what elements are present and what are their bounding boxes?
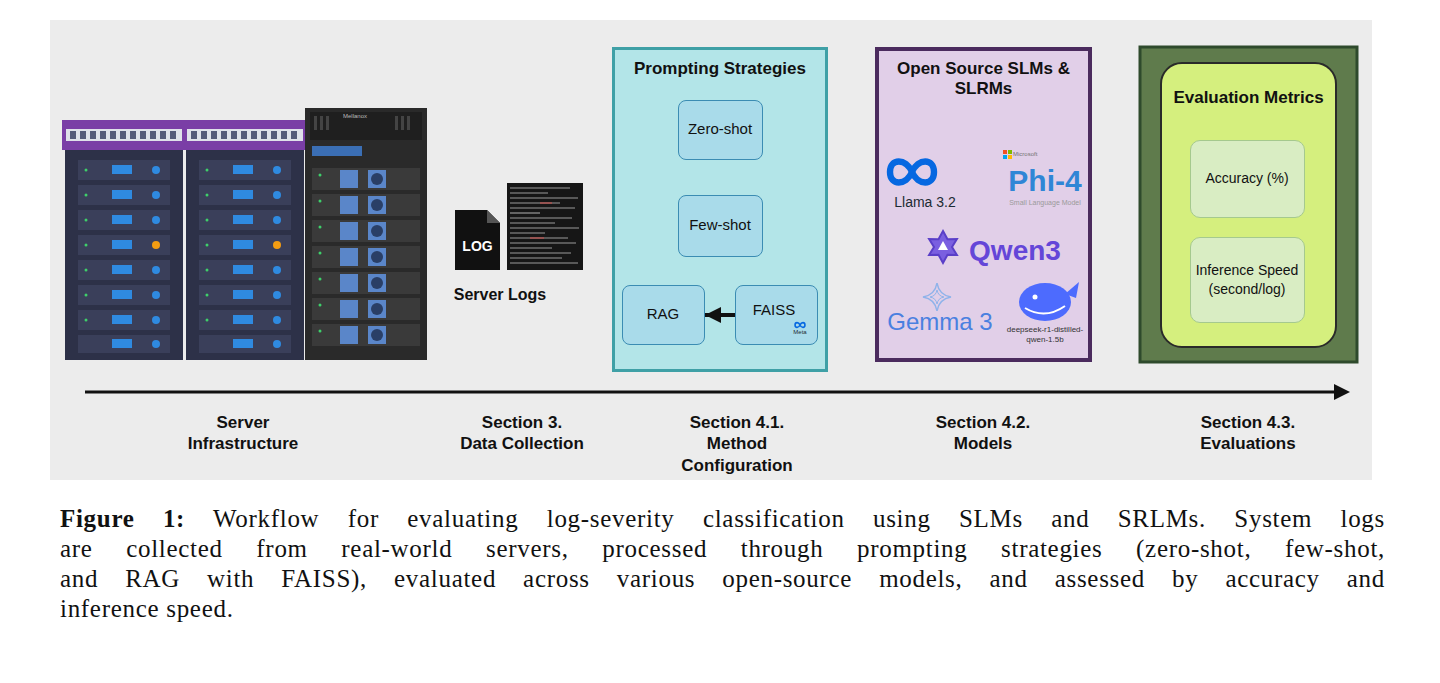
stage-label: Section 4.1. Method Configuration [647,412,827,476]
text-line: Mellanox [343,113,367,119]
text-line: Configuration [681,456,792,475]
stage-label: Section 4.3. Evaluations [1158,412,1338,455]
text-line: are collected from real-world servers, p… [60,534,1385,564]
file-corner [487,210,500,223]
box-heading: FAISS [736,301,812,319]
timeline-axis [85,391,1336,394]
text-line: Microsoft [1013,151,1037,157]
metric-box: Accuracy (%) [1190,140,1305,218]
text-line: LOG [462,238,492,254]
meta-logo [890,162,934,183]
text-line: Qwen3 [969,235,1061,266]
timeline-arrowhead [1334,384,1350,400]
text-line: Models [954,434,1013,453]
log-file-icon [455,210,500,270]
method-box: Few-shot [678,195,763,257]
text-run: Figure 1: [60,505,185,532]
box-heading: Zero-shot [679,120,761,138]
text-line: Method [707,434,767,453]
item-label: Server Logs [440,285,560,305]
switch-ports [70,131,297,139]
metrics-box: Evaluation MetricsAccuracy (%) Inference … [1160,62,1337,348]
text-line: inference speed. [60,594,1385,624]
switch-rack [305,108,427,360]
box-heading: RAG [623,305,703,323]
box-text: Meta [785,329,815,336]
figure-caption: Figure 1: Workflow for evaluating log-se… [60,504,1385,624]
server-rack [62,120,186,360]
text-line: Gemma 3 [887,308,992,335]
box-text: Llama 3.2 [879,194,971,211]
text-line: and RAG with FAISS), evaluated across va… [60,564,1385,594]
box-heading: Open Source SLMs & SLRMs [879,59,1088,100]
metrics-frame [1140,47,1357,362]
text-line: Accuracy (%) [1205,170,1288,186]
box-text: Gemma 3 [885,308,995,337]
text-line: Llama 3.2 [894,194,955,210]
box-text: Microsoft [1013,151,1053,158]
box-heading: Evaluation Metrics [1162,88,1335,108]
text-line: Section 3. [482,413,562,432]
box-text: Small Language Model [995,199,1095,207]
box-heading: Accuracy (%) [1191,170,1303,187]
box-text: Phi-4 [995,163,1095,199]
text-line: Phi-4 [1008,164,1081,197]
text-line: deepseek-r1-distilled- [1007,325,1083,334]
text-line: Few-shot [689,216,751,233]
server-rack [183,120,307,360]
text-line: Infrastructure [188,434,299,453]
method-box: RAG [622,285,705,345]
group-box: Prompting StrategiesZero-shotFew-shotRAG… [612,47,828,372]
box-text: deepseek-r1-distilled-qwen-1.5b [995,325,1095,344]
method-box: Zero-shot [678,100,763,160]
box-text: Qwen3 [965,234,1065,268]
text-line: FAISS [753,301,796,318]
metric-box: Inference Speed (second/log) [1190,237,1305,323]
deepseek-logo [1019,282,1079,321]
text-line: SLRMs [955,79,1013,98]
text-line: Data Collection [460,434,584,453]
method-box: FAISS Meta [735,285,818,345]
text-line: Open Source SLMs & [897,59,1070,78]
meta-logo [795,323,805,328]
box-heading: Few-shot [679,216,761,234]
text-line: Inference Speed [1196,262,1299,278]
text-line: Zero-shot [688,120,752,137]
grey-panel [50,20,1372,480]
microsoft-logo [1003,150,1012,159]
text-line: Section 4.1. [690,413,784,432]
text-line: Section 4.3. [1201,413,1295,432]
text-line: Figure 1: Workflow for evaluating log-se… [60,504,1385,534]
log-screenshot [507,183,583,270]
icon-label: LOG [455,238,500,256]
gemma-logo [923,283,951,311]
box-heading: Inference Speed (second/log) [1191,261,1303,299]
text-line: RAG [647,305,680,322]
brand-label: Mellanox [330,113,380,121]
stage-label: Server Infrastructure [153,412,333,455]
text-line: Server Logs [454,286,546,303]
stage-label: Section 4.2. Models [893,412,1073,455]
text-line: Server [217,413,270,432]
text-line: Section 4.2. [936,413,1030,432]
text-line: Small Language Model [1009,199,1081,206]
text-line: Evaluations [1200,434,1295,453]
flow-arrow [705,313,735,317]
text-line: Meta [793,329,806,335]
box-heading: Prompting Strategies [615,59,825,79]
text-line: Evaluation Metrics [1173,88,1323,107]
text-line: (second/log) [1208,281,1285,297]
stage-label: Section 3. Data Collection [432,412,612,455]
text-line: qwen-1.5b [1026,335,1063,344]
text-run: Workflow for evaluating log-severity cla… [185,505,1385,532]
text-line: Prompting Strategies [634,59,806,78]
qwen-logo [929,231,957,263]
model-group-box: Open Source SLMs & SLRMsLlama 3.2 Microso… [875,47,1092,362]
